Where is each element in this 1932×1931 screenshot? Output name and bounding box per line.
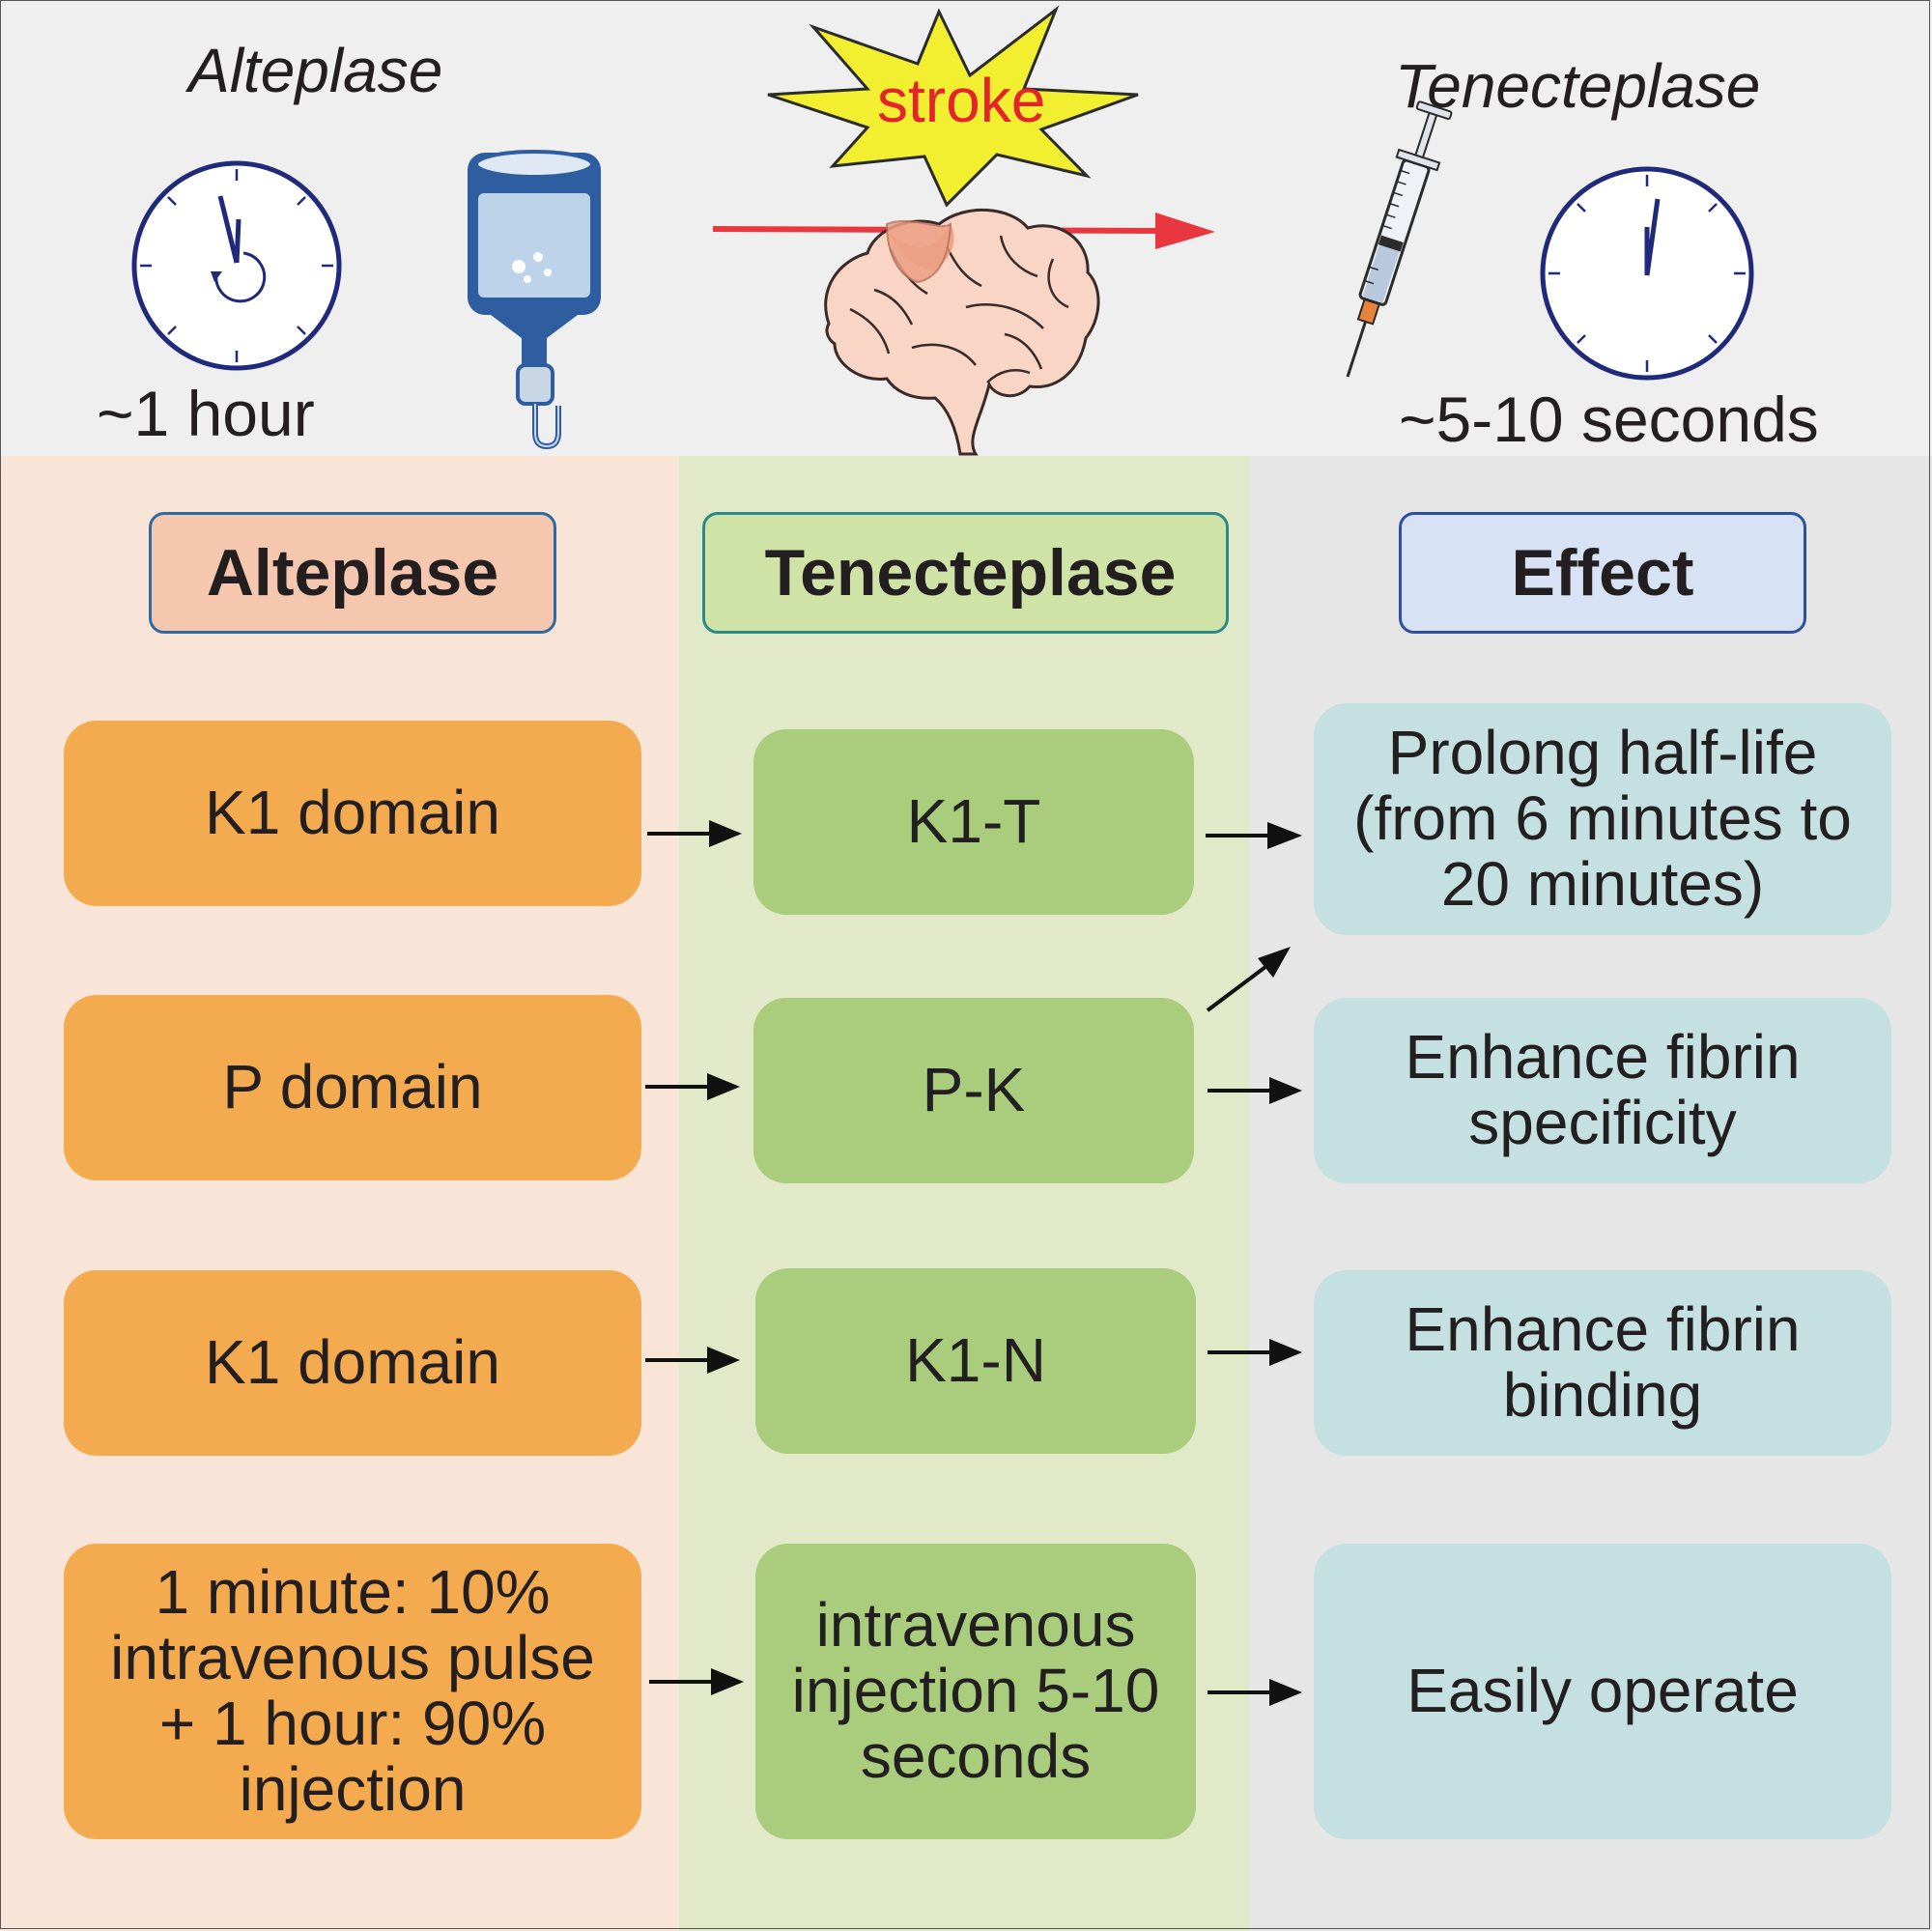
tenecteplase-header: Tenecteplase (702, 512, 1229, 634)
arrow-p-domain-to-p-k (645, 1073, 740, 1100)
tenecteplase-time-label: ~5-10 seconds (1399, 383, 1819, 455)
stroke-label: stroke (877, 66, 1046, 135)
tenecteplase-box-dosing: intravenous injection 5-10 seconds (755, 1544, 1196, 1839)
tenecteplase-box-p-k: P-K (753, 998, 1194, 1183)
arrow-dosing-to-easily-operate (1208, 1679, 1302, 1706)
arrow-dosing-to-dosing (649, 1668, 744, 1695)
arrow-p-k-to-fibrin-specificity (1208, 1077, 1302, 1104)
tenecteplase-box-k1-n: K1-N (755, 1268, 1196, 1454)
alteplase-title: Alteplase (188, 36, 443, 105)
explosion-icon (767, 5, 1139, 208)
effect-box-fibrin-specificity: Enhance fibrin specificity (1314, 998, 1891, 1183)
clock-icon (1540, 166, 1754, 381)
clock-icon (131, 160, 342, 371)
arrow-k1-t-to-half-life (1206, 822, 1302, 849)
alteplase-box-k1-domain: K1 domain (64, 721, 641, 906)
arrow-k1-domain-to-k1-n (645, 1347, 740, 1374)
brain-icon (824, 208, 1100, 456)
alteplase-box-p-domain: P domain (64, 995, 641, 1180)
alteplase-box-dosing: 1 minute: 10% intravenous pulse + 1 hour… (64, 1544, 641, 1839)
alteplase-time-label: ~1 hour (97, 378, 315, 449)
tenecteplase-box-k1-t: K1-T (753, 729, 1194, 915)
arrow-k1-n-to-fibrin-binding (1208, 1339, 1302, 1366)
iv-bag-icon (468, 150, 601, 450)
tenecteplase-title: Tenecteplase (1395, 51, 1761, 121)
effect-box-fibrin-binding: Enhance fibrin binding (1314, 1270, 1891, 1456)
arrow-k1-domain-to-k1-t (647, 820, 742, 847)
effect-header: Effect (1399, 512, 1806, 634)
syringe-icon (1346, 100, 1453, 378)
top-illustrations (131, 5, 1754, 456)
arrow-p-k-to-half-life (1206, 947, 1291, 1012)
effect-box-prolong-half-life: Prolong half-life (from 6 minutes to 20 … (1314, 703, 1891, 935)
alteplase-box-k1-domain-2: K1 domain (64, 1270, 641, 1456)
effect-box-easily-operate: Easily operate (1314, 1544, 1891, 1839)
alteplase-header: Alteplase (149, 512, 556, 634)
